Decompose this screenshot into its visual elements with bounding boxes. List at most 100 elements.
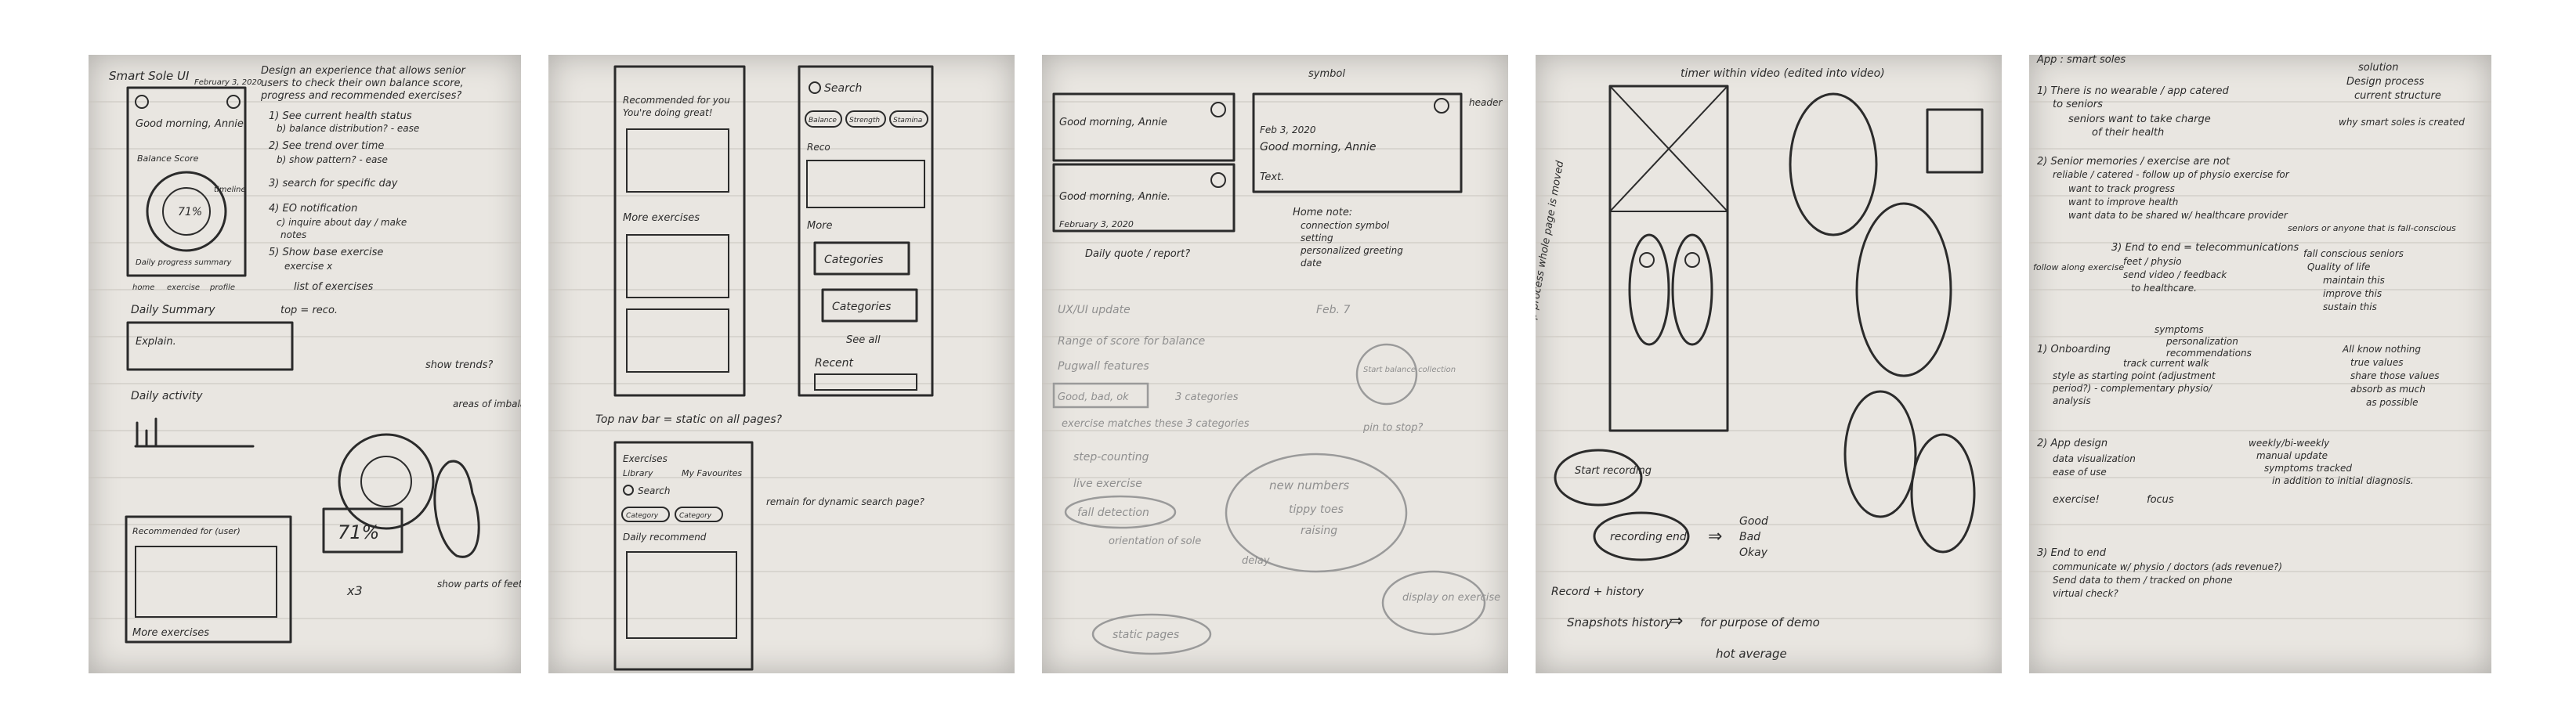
notebook-page-3: Good morning, Annie Good morning, Annie.… <box>1042 55 1508 673</box>
header-option-2 <box>1052 163 1236 233</box>
home-note: Home note: <box>1293 207 1352 218</box>
svg-text:areas of imbalance: areas of imbalance <box>453 399 521 409</box>
search-icon <box>623 485 634 496</box>
result-okay: Okay <box>1739 546 1768 559</box>
chip-stamina[interactable] <box>889 110 928 128</box>
chip-strength[interactable] <box>845 110 886 128</box>
update-title: UX/UI update <box>1058 304 1131 316</box>
svg-text:track current walk: track current walk <box>2123 358 2209 369</box>
svg-text:top = reco.: top = reco. <box>280 305 338 316</box>
svg-text:Good, bad, ok: Good, bad, ok <box>1058 391 1129 403</box>
svg-text:Categories: Categories <box>832 301 891 313</box>
svg-text:virtual check?: virtual check? <box>2053 588 2118 599</box>
svg-text:3) search for specific day: 3) search for specific day <box>269 178 398 189</box>
svg-text:want to improve health: want to improve health <box>2068 197 2178 207</box>
more-exercises-label: More exercises <box>623 212 700 224</box>
page-rules <box>89 101 521 619</box>
three-categories: 3 categories <box>1175 391 1239 403</box>
connection-icon <box>135 95 149 109</box>
svg-text:style as starting point (adjus: style as starting point (adjustment <box>2053 370 2216 381</box>
update-date: Feb. 7 <box>1316 304 1350 316</box>
solution-label: solution <box>2358 62 2398 74</box>
arrow-glyph: ⇒ <box>1669 611 1683 631</box>
svg-text:symptoms: symptoms <box>2155 324 2204 335</box>
remain-note: remain for dynamic search page? <box>766 496 924 507</box>
display-oval <box>1381 570 1486 636</box>
date-label: February 3, 2020 <box>194 78 262 87</box>
svg-text:seniors want to take charge: seniors want to take charge <box>2068 114 2211 125</box>
nav-home[interactable]: home <box>132 283 154 292</box>
symbol-label: symbol <box>1308 68 1345 80</box>
chip-balance[interactable] <box>805 110 842 128</box>
settings-icon <box>1210 172 1226 188</box>
svg-text:Strength: Strength <box>849 117 880 124</box>
hot-average-note: hot average <box>1716 647 1787 661</box>
tab-favourites[interactable]: My Favourites <box>682 468 742 478</box>
activity-bars <box>134 417 255 448</box>
greeting: Good morning, Annie. <box>136 118 247 130</box>
svg-text:progress and recommended exerc: progress and recommended exercises? <box>260 90 461 102</box>
recent-card <box>814 373 917 391</box>
timeline-label: timeline <box>214 186 246 194</box>
svg-text:1) See current health status: 1) See current health status <box>269 110 412 122</box>
recording-end-bubble[interactable] <box>1593 511 1690 561</box>
svg-text:All know nothing: All know nothing <box>2342 344 2421 355</box>
explain-text: Explain. <box>136 336 176 348</box>
more-label: More <box>807 220 833 232</box>
close-icon <box>1684 252 1700 268</box>
planning-notes: 1) There is no wearable / app catered to… <box>2033 85 2456 599</box>
nav-profile[interactable]: profile <box>209 283 235 292</box>
greeting-1: Good morning, Annie <box>1059 117 1167 128</box>
search-icon <box>809 81 821 94</box>
orientation-note: orientation of sole <box>1109 536 1201 547</box>
category-button-2[interactable] <box>821 288 918 323</box>
date-1: February 3, 2020 <box>1059 219 1134 229</box>
daily-summary-label: Daily Summary <box>131 304 215 316</box>
svg-text:sustain this: sustain this <box>2323 301 2377 312</box>
matches-note: exercise matches these 3 categories <box>1062 418 1250 430</box>
recommended-label: Recommended for (user) <box>132 526 241 536</box>
svg-text:notes: notes <box>280 229 306 240</box>
svg-text:2) See trend over time: 2) See trend over time <box>269 140 384 152</box>
svg-text:display on exercise: display on exercise <box>1402 592 1500 604</box>
search-label[interactable]: Search <box>824 82 862 95</box>
chip-category-1[interactable] <box>621 507 670 522</box>
chip-category-2[interactable] <box>675 507 723 522</box>
svg-text:absorb as much: absorb as much <box>2350 384 2426 395</box>
start-recording-bubble[interactable] <box>1554 449 1643 507</box>
step-process-note: step process whole page is moved <box>1536 160 1566 336</box>
svg-text:want data to be shared w/ heal: want data to be shared w/ healthcare pro… <box>2068 210 2288 221</box>
nav-exercise[interactable]: exercise <box>167 283 200 292</box>
x3-note: x3 <box>346 583 363 598</box>
svg-text:manual update: manual update <box>2256 450 2328 461</box>
pin-note: pin to stop? <box>1362 422 1423 434</box>
svg-text:to healthcare.: to healthcare. <box>2131 283 2197 294</box>
svg-text:personalization: personalization <box>2165 336 2238 347</box>
reco-image <box>806 160 925 208</box>
svg-text:reliable / catered - follow up: reliable / catered - follow up of physio… <box>2053 169 2290 180</box>
svg-text:in addition to initial diagnos: in addition to initial diagnosis. <box>2272 475 2414 486</box>
tab-library[interactable]: Library <box>623 468 653 478</box>
svg-text:b) balance distribution? - eas: b) balance distribution? - ease <box>277 123 419 134</box>
svg-text:show parts of feet?: show parts of feet? <box>437 579 521 590</box>
svg-text:static pages: static pages <box>1113 629 1179 641</box>
notebook-page-2: Recommended for you You're doing great! … <box>548 55 1015 673</box>
daily-progress-label: Daily progress summary <box>136 258 233 267</box>
phone-frame-home <box>613 65 746 397</box>
exercise-image-2 <box>626 308 729 373</box>
see-all-link[interactable]: See all <box>846 334 881 346</box>
phone-frame <box>126 86 247 277</box>
svg-text:2) App design: 2) App design <box>2037 438 2107 449</box>
result-bad: Bad <box>1739 531 1760 543</box>
svg-text:3) End to end = telecommunicat: 3) End to end = telecommunications <box>2111 242 2299 254</box>
close-icon <box>1639 252 1655 268</box>
page-rules <box>2029 101 2491 619</box>
more-exercises-label: More exercises <box>132 627 209 639</box>
settings-icon <box>1210 102 1226 117</box>
foot-sketch-2 <box>1855 202 1952 377</box>
search-label-2[interactable]: Search <box>638 485 671 496</box>
category-button-1[interactable] <box>813 241 910 276</box>
svg-text:seniors or anyone that is fall: seniors or anyone that is fall-conscious <box>2288 223 2456 233</box>
svg-text:maintain this: maintain this <box>2323 275 2385 286</box>
svg-text:focus: focus <box>2147 494 2174 506</box>
